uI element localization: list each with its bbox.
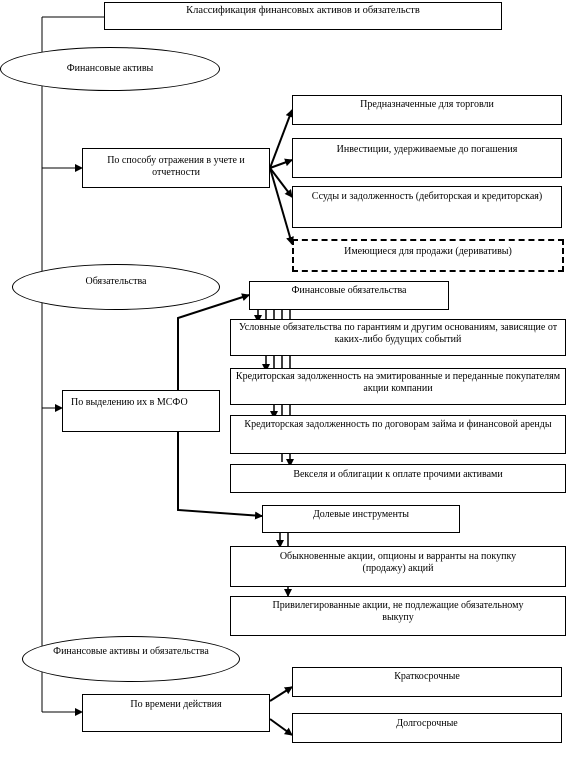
asset-type-available-for-sale: Имеющиеся для продажи (деривативы): [292, 239, 564, 272]
liability-contingent: Условные обязательства по гарантиям и др…: [230, 319, 566, 356]
term-short: Краткосрочные: [292, 667, 562, 697]
assets-group-label: Финансовые активы: [66, 63, 154, 74]
liability-financial-obligations: Финансовые обязательства: [249, 281, 449, 310]
asset-type-held-to-maturity: Инвестиции, удерживаемые до погашения: [292, 138, 562, 178]
both-group-ellipse: Финансовые активы и обязательства: [22, 636, 240, 682]
liability-preferred-shares: Привилегированные акции, не подлежащие о…: [230, 596, 566, 636]
assets-group-ellipse: Финансовые активы: [0, 47, 220, 91]
criterion-time: По времени действия: [82, 694, 270, 732]
liability-ordinary-shares: Обыкновенные акции, опционы и варранты н…: [230, 546, 566, 587]
liability-payable-loans: Кредиторская задолженность по договорам …: [230, 415, 566, 454]
criterion-reporting: По способу отражения в учете и отчетност…: [82, 148, 270, 188]
liability-bills-bonds: Векселя и облигации к оплате прочими акт…: [230, 464, 566, 493]
liability-payable-shares: Кредиторская задолженность на эмитирован…: [230, 368, 566, 405]
liabilities-group-label: Обязательства: [85, 276, 147, 287]
criterion-ifrs: По выделению их в МСФО: [62, 390, 220, 432]
asset-type-loans: Ссуды и задолженность (дебиторская и кре…: [292, 186, 562, 228]
liability-equity-instruments: Долевые инструменты: [262, 505, 460, 533]
diagram-title: Классификация финансовых активов и обяза…: [104, 2, 502, 30]
asset-type-trading: Предназначенные для торговли: [292, 95, 562, 125]
term-long: Долгосрочные: [292, 713, 562, 743]
liabilities-group-ellipse: Обязательства: [12, 264, 220, 310]
both-group-label: Финансовые активы и обязательства: [53, 646, 209, 657]
